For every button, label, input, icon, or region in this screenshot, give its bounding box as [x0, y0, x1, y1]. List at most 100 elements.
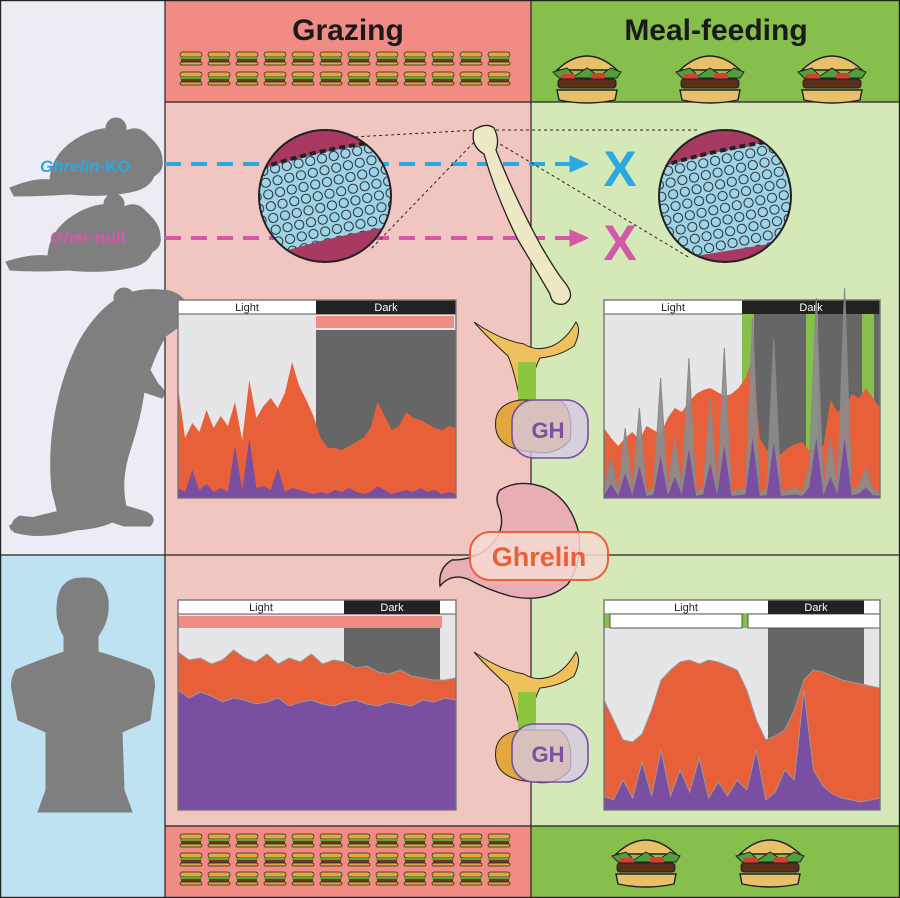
burger-icon	[235, 71, 259, 86]
zoom-lines	[299, 129, 700, 259]
burger-icon	[487, 833, 511, 848]
burger-icon	[375, 51, 399, 66]
burger-icon	[459, 852, 483, 867]
meal-feeding-title: Meal-feeding	[624, 14, 807, 47]
burger-icon	[263, 871, 287, 886]
burger-icon	[291, 852, 315, 867]
burger-icon	[207, 852, 231, 867]
burger-icon	[375, 852, 399, 867]
chart-frame	[177, 599, 457, 811]
ghrelin-badge	[469, 531, 609, 581]
dark-label: Dark	[380, 602, 404, 614]
dark-phase-bar	[768, 600, 864, 614]
blocked-mark: X	[603, 215, 636, 271]
ghrelin-ko-arrow	[165, 155, 590, 173]
burger-icon	[291, 871, 315, 886]
meal-bar	[742, 614, 748, 628]
human-icon	[11, 577, 155, 813]
meal-feeding-footer-band	[531, 826, 900, 898]
dark-label: Dark	[804, 602, 828, 614]
burger-icon	[403, 51, 427, 66]
dark-label: Dark	[799, 302, 823, 314]
chart-frame	[177, 299, 457, 499]
burger-icon	[487, 51, 511, 66]
burger-icon	[487, 871, 511, 886]
burger-icon	[207, 71, 231, 86]
burger-icon	[319, 852, 343, 867]
burger-icon	[403, 852, 427, 867]
light-label: Light	[235, 302, 259, 314]
burger-icon	[263, 833, 287, 848]
growth-hormone-label: GH	[532, 418, 565, 443]
light-label: Light	[249, 602, 273, 614]
burger-icon	[487, 852, 511, 867]
burger-icon	[179, 871, 203, 886]
burger-icon	[235, 852, 259, 867]
growth-hormone-label: GH	[532, 742, 565, 767]
burger-icon	[207, 871, 231, 886]
meal-bar	[604, 614, 610, 628]
burger-icon	[179, 852, 203, 867]
ghsr-null-arrow	[165, 229, 590, 247]
growth-plate-grazing-icon	[258, 129, 392, 263]
human-meal-feeding-chart: Light Dark	[603, 599, 881, 811]
rat-icon	[8, 287, 193, 536]
burger-icon	[179, 51, 203, 66]
burger-icon	[235, 871, 259, 886]
mouse-icon	[9, 117, 163, 197]
burger-icon	[347, 871, 371, 886]
burger-icon	[179, 71, 203, 86]
burger-icon	[235, 51, 259, 66]
dark-phase-bar	[316, 300, 456, 314]
burger-icon	[263, 852, 287, 867]
burger-icon	[459, 71, 483, 86]
dark-phase-bar	[344, 600, 440, 614]
burger-icon	[319, 71, 343, 86]
feeding-bar	[316, 316, 454, 328]
burger-icon	[403, 71, 427, 86]
bone-icon	[472, 124, 572, 305]
burger-icon	[263, 71, 287, 86]
burger-icon	[431, 852, 455, 867]
chart-frame	[603, 299, 881, 499]
burger-icon	[431, 51, 455, 66]
burger-icon	[403, 871, 427, 886]
feeding-bar	[178, 616, 442, 628]
burger-icon	[207, 51, 231, 66]
burger-icon	[459, 871, 483, 886]
human-grazing-chart: Light Dark	[177, 599, 457, 811]
burger-icon	[459, 51, 483, 66]
grazing-title: Grazing	[292, 14, 404, 47]
mouse-icon	[5, 193, 161, 272]
burger-icon	[431, 833, 455, 848]
burger-icon	[319, 51, 343, 66]
ghsr-null-label: Ghsr-null	[50, 228, 126, 247]
ghrelin-ko-label: Ghrelin-KO	[40, 157, 131, 176]
burger-icon	[291, 833, 315, 848]
light-label: Light	[661, 302, 685, 314]
burger-icon	[347, 51, 371, 66]
burger-icon	[347, 852, 371, 867]
burger-icon	[375, 71, 399, 86]
burger-icon	[459, 833, 483, 848]
meal-window-bar	[747, 613, 881, 629]
burger-icon	[263, 51, 287, 66]
pituitary-gland-icon	[473, 321, 589, 459]
mouse-grazing-chart: Light Dark	[177, 299, 457, 499]
pituitary-gland-icon	[473, 651, 589, 784]
light-label: Light	[674, 602, 698, 614]
burger-icon	[291, 51, 315, 66]
chart-frame	[603, 599, 881, 811]
dark-label: Dark	[374, 302, 398, 314]
growth-plate-meal-feeding-icon	[658, 129, 792, 263]
burger-icon	[179, 833, 203, 848]
burger-icon	[375, 871, 399, 886]
burger-icon	[319, 871, 343, 886]
ghrelin-label: Ghrelin	[492, 542, 587, 572]
burger-icon	[431, 71, 455, 86]
burger-icon	[347, 833, 371, 848]
burger-icon	[347, 71, 371, 86]
burger-icon	[319, 833, 343, 848]
